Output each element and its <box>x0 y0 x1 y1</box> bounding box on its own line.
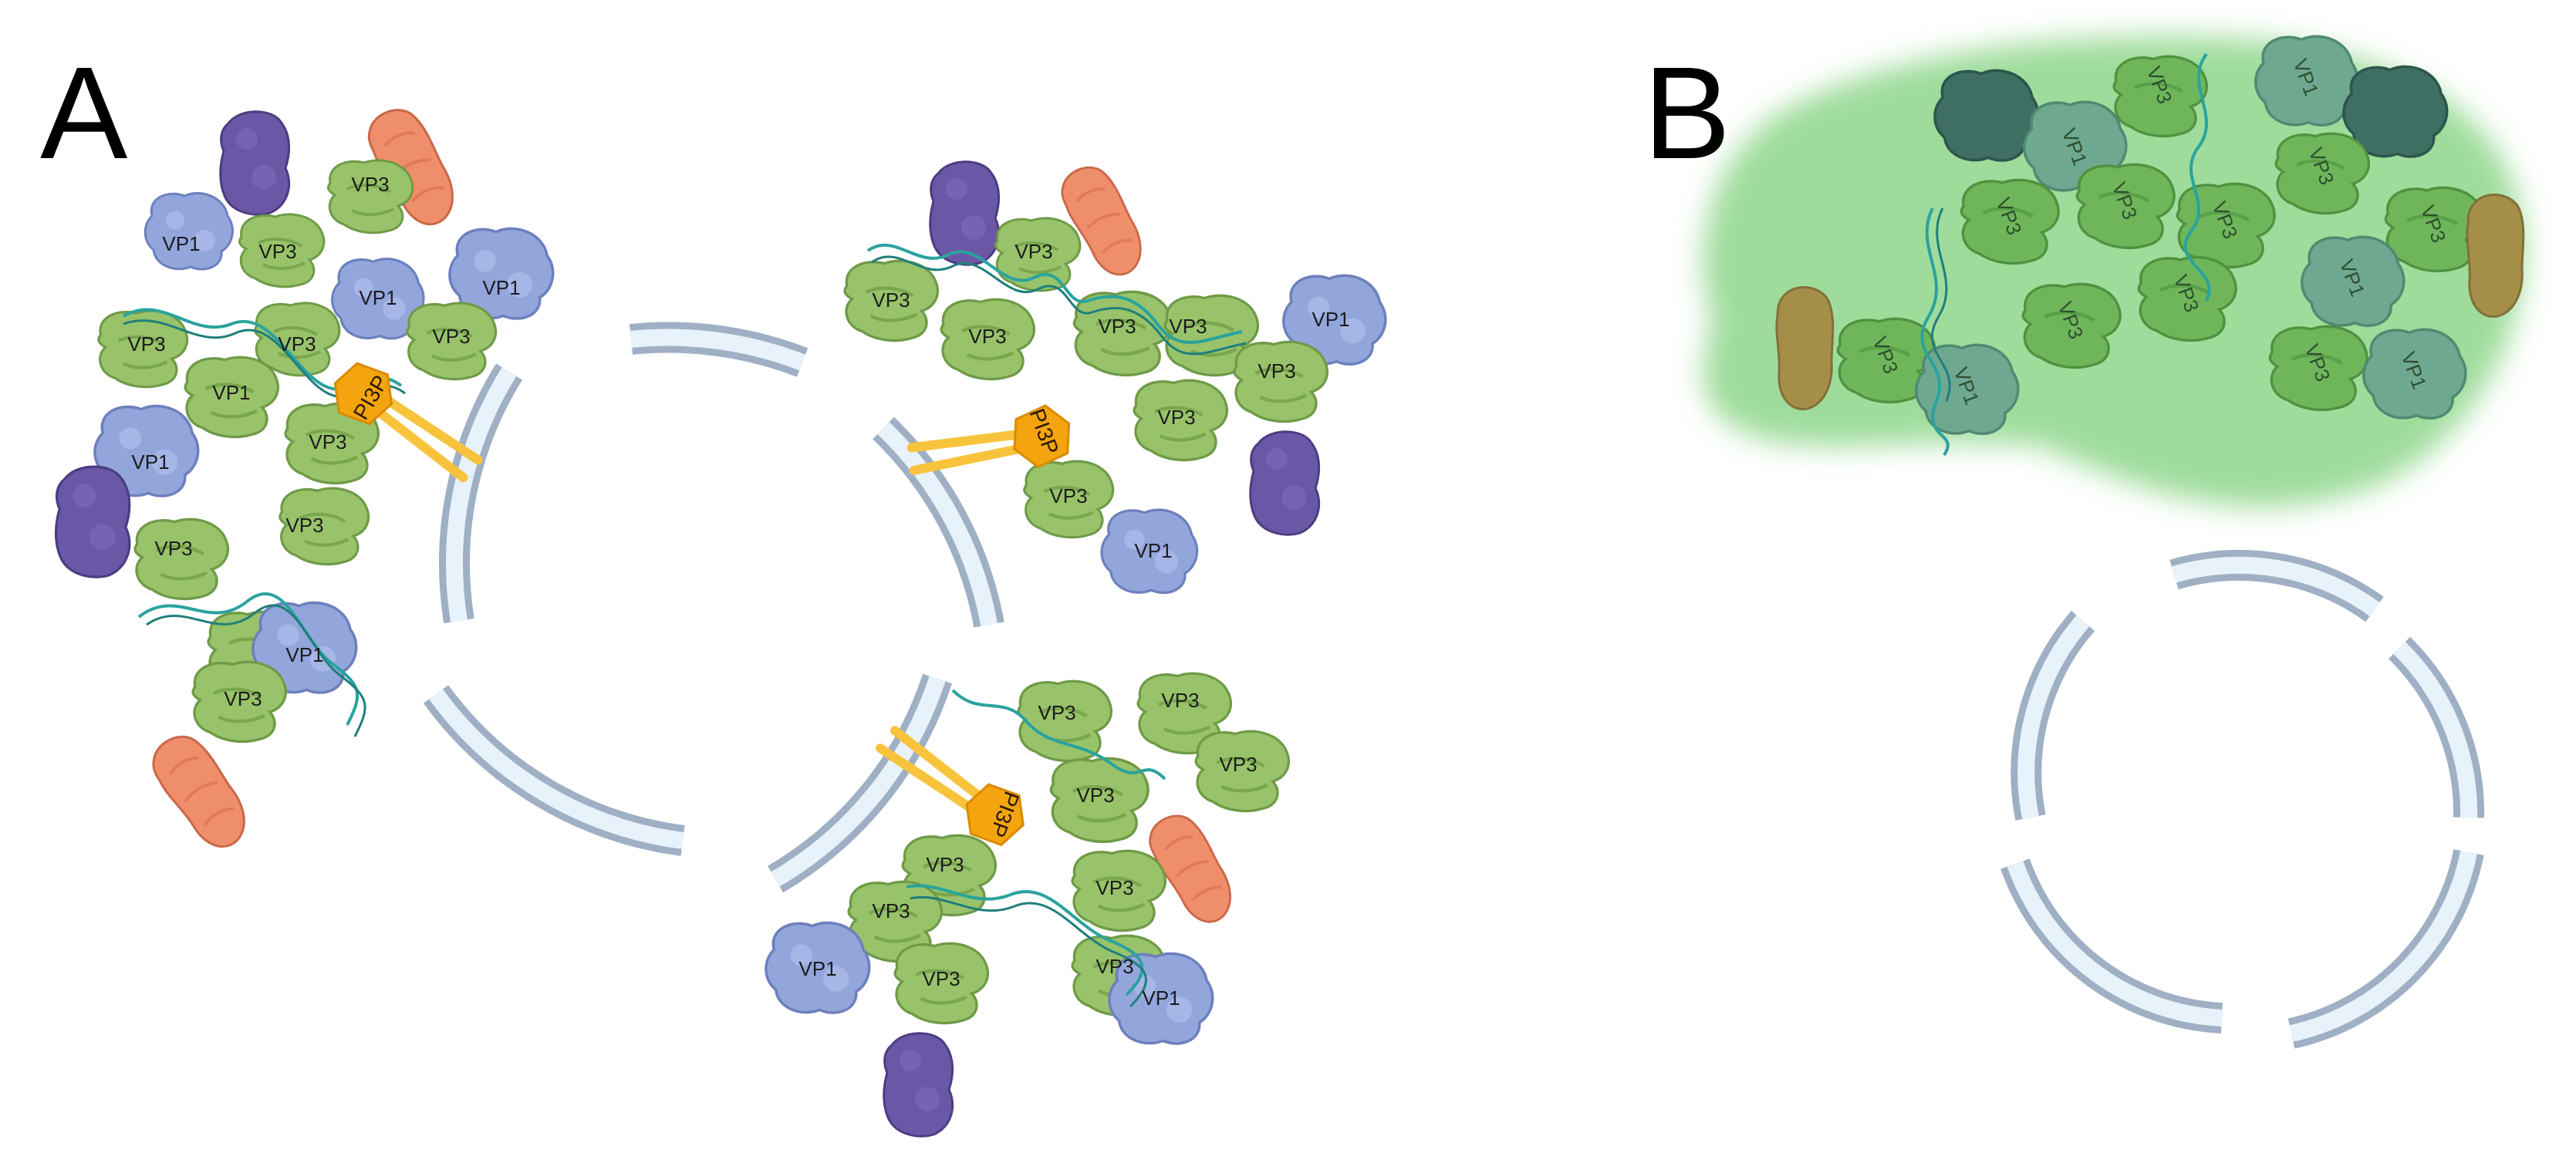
vp1-label: VP1 <box>359 286 397 309</box>
vp3-label: VP3 <box>922 967 960 990</box>
vp2-protein <box>54 465 131 578</box>
vp3-label: VP3 <box>127 332 165 356</box>
vp3-label: VP3 <box>872 288 910 312</box>
vp3-label: VP3 <box>872 899 910 922</box>
vp3-label: VP3 <box>1038 701 1075 724</box>
panel-a-label: A <box>40 40 128 187</box>
vp3-label: VP3 <box>1096 876 1133 899</box>
vp1-label: VP1 <box>131 450 169 474</box>
vp3-label: VP3 <box>258 240 296 263</box>
capsid-cluster-condensate: VP1 VP3 VP1 VP3 VP3 VP3 VP3 VP3 VP1 VP3 … <box>1775 35 2525 457</box>
accessory-protein <box>2466 194 2525 318</box>
vp3-label: VP3 <box>432 325 470 348</box>
vp3-label: VP3 <box>154 537 192 560</box>
genome-strand <box>910 896 1147 1008</box>
genome-strand <box>146 604 366 737</box>
genome-strand <box>906 884 1144 996</box>
vp1-label: VP1 <box>1142 986 1180 1010</box>
vp1-label: VP1 <box>212 381 250 404</box>
membrane-vesicle-a <box>423 322 1004 893</box>
genome-strand <box>866 243 1243 344</box>
vp3-label: VP3 <box>278 332 316 356</box>
membrane-vesicle-b <box>2000 549 2485 1049</box>
panel-b-label: B <box>1643 40 1730 187</box>
vp2-protein <box>929 160 1001 266</box>
vp3-label: VP3 <box>1161 689 1199 712</box>
vp1-protein <box>143 191 234 271</box>
genome-strand <box>2183 52 2211 302</box>
capsid-cluster-upper: PI3P VP3 VP3 VP3 VP3 VP3 VP1 VP3 VP3 VP3… <box>845 158 1387 595</box>
genome-strand <box>1930 207 1951 402</box>
accessory-protein <box>1775 286 1835 410</box>
genome-strand <box>1920 207 1950 457</box>
vp3-label: VP3 <box>1169 315 1207 338</box>
vp1-label: VP1 <box>1134 539 1172 562</box>
genome-strand <box>871 255 1247 356</box>
vp3-label: VP3 <box>309 430 346 454</box>
vp3-label: VP3 <box>1098 315 1136 338</box>
vp2-protein <box>883 1032 954 1138</box>
capsid-cluster-lower: PI3P VP3 VP3 VP3 VP3 VP3 VP3 VP3 VP3 VP3… <box>765 673 1288 1138</box>
vp2-protein <box>1249 430 1321 536</box>
vp3-label: VP3 <box>968 325 1006 348</box>
vp3-label: VP3 <box>224 687 262 710</box>
vp3-label: VP3 <box>1096 955 1133 978</box>
genome-strand <box>137 592 359 726</box>
vp3-label: VP3 <box>1219 753 1257 776</box>
vp1-label: VP1 <box>1312 308 1349 331</box>
vp3-label: VP3 <box>1015 240 1052 263</box>
capsid-cluster-left: PI3P VP1 VP3 VP3 VP1 VP1 VP3 VP3 VP3 VP1… <box>54 100 555 858</box>
vp1-label: VP1 <box>482 276 520 299</box>
accessory-protein <box>1053 158 1153 284</box>
vp3-label: VP3 <box>351 173 389 196</box>
vp3-protein <box>326 158 414 234</box>
vp3-label: VP3 <box>1157 406 1195 429</box>
vp3-label: VP3 <box>926 853 964 876</box>
vp2-protein <box>219 110 291 216</box>
vp3-label: VP3 <box>285 514 323 537</box>
vp3-label: VP3 <box>1076 784 1114 807</box>
dark-protein <box>1933 69 2040 162</box>
vp1-label: VP1 <box>162 232 200 255</box>
accessory-protein <box>143 726 258 858</box>
vp1-label: VP1 <box>285 643 323 666</box>
vp3-label: VP3 <box>1258 359 1295 383</box>
vp3-label: VP3 <box>1049 484 1087 507</box>
vp1-label: VP1 <box>798 957 836 980</box>
genome-strand <box>951 689 1166 781</box>
